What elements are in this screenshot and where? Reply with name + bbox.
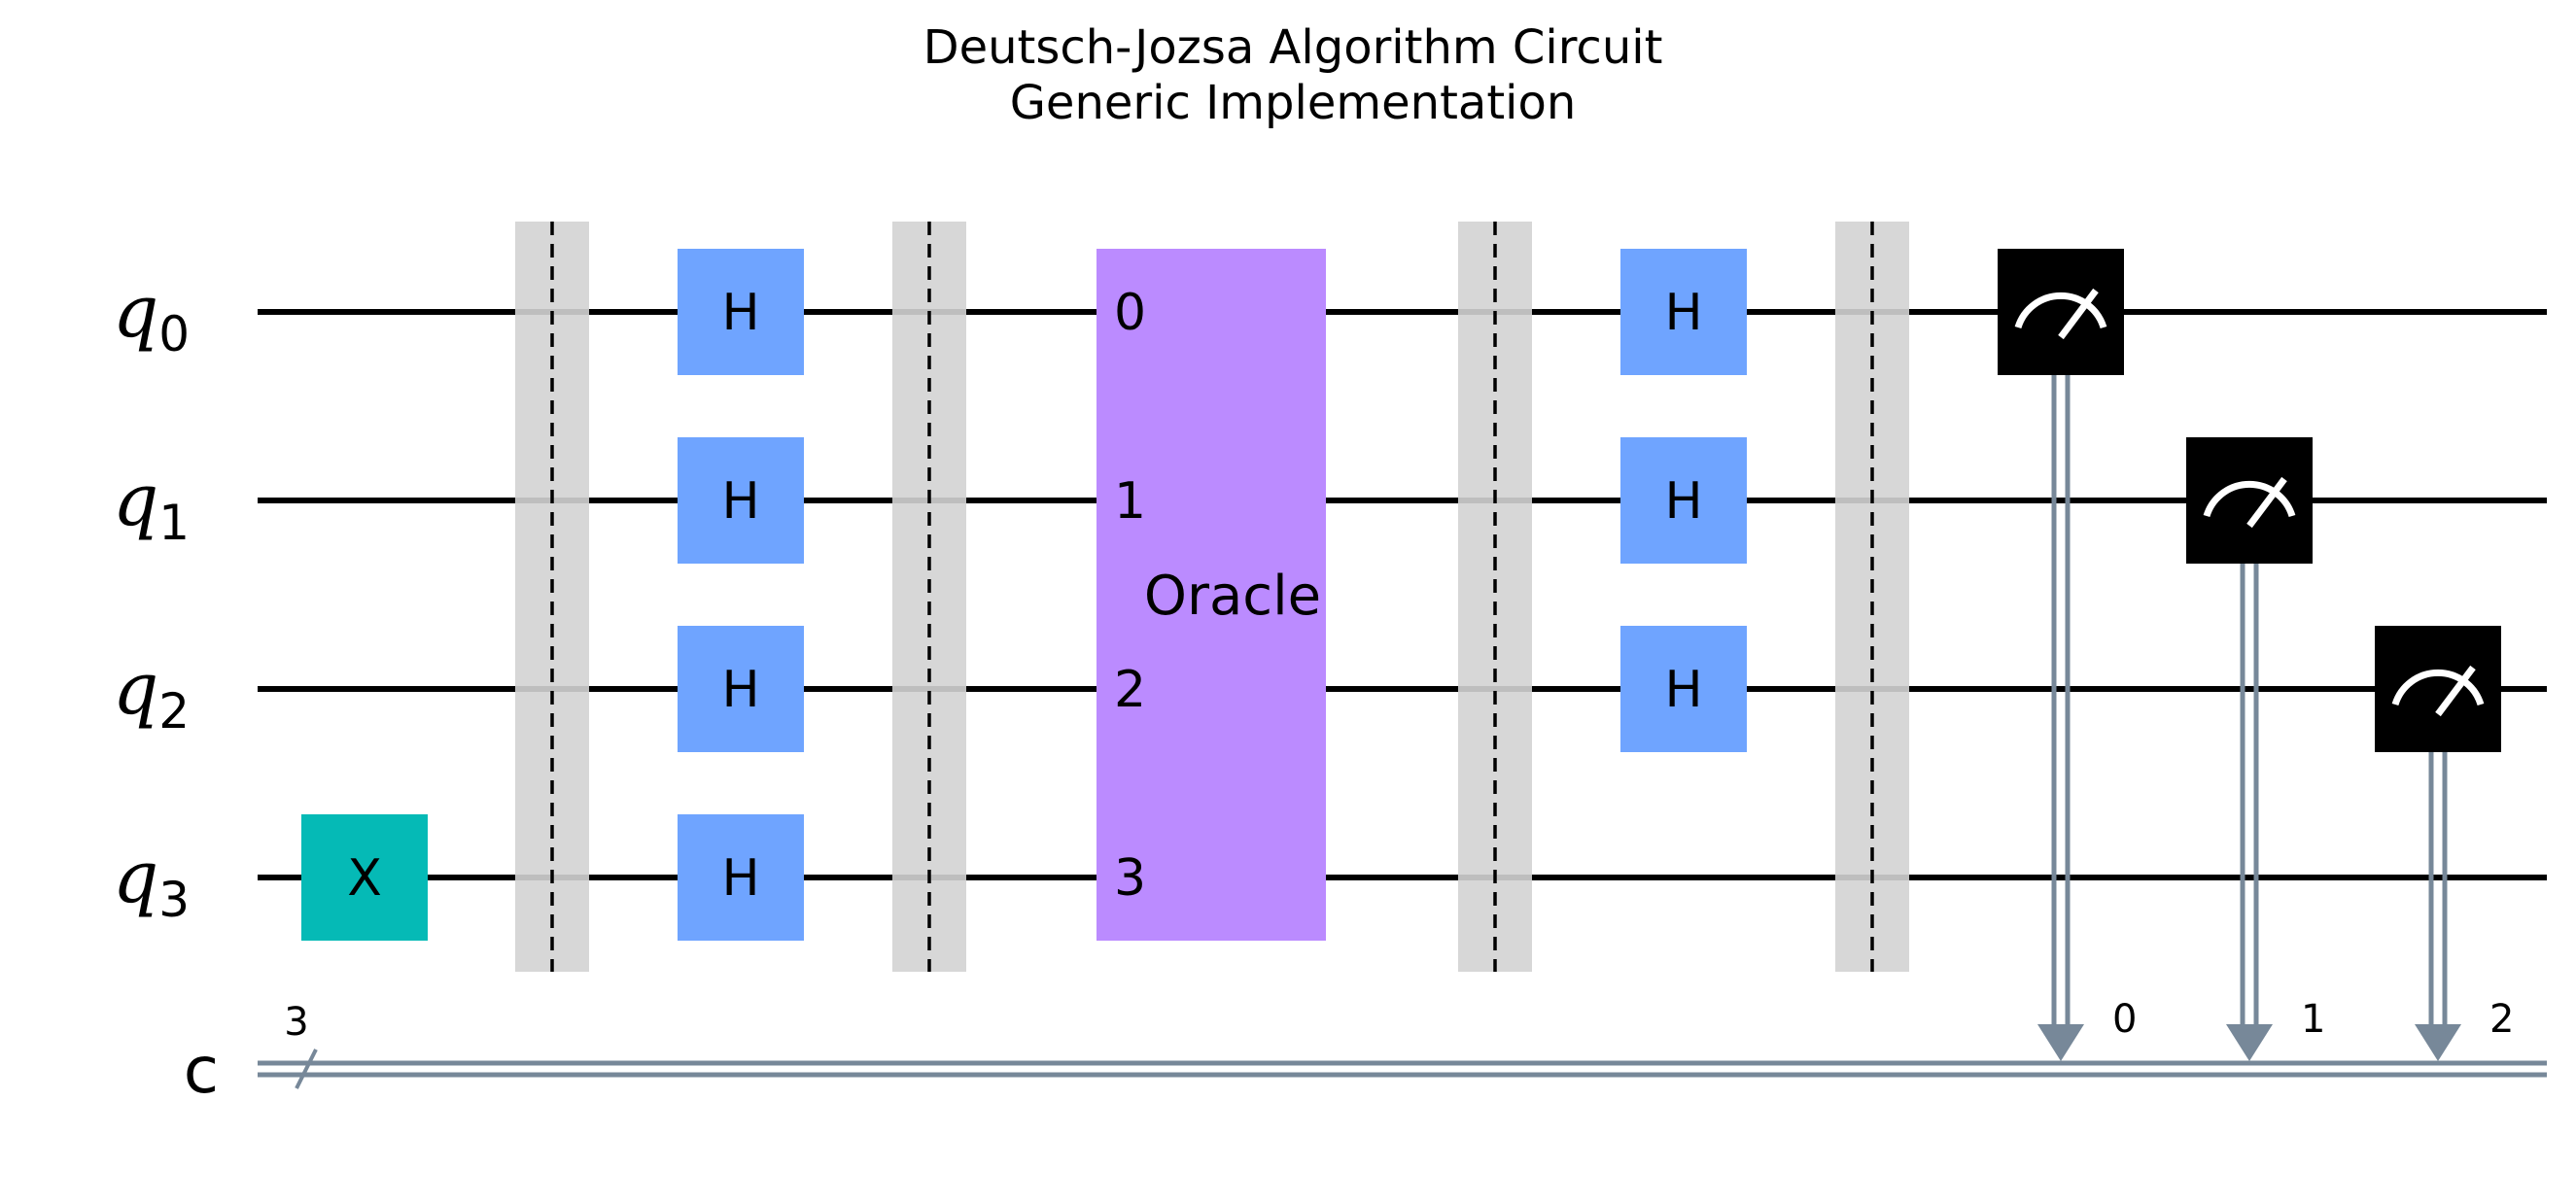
qubit-label: q2 <box>113 647 190 740</box>
gate-box <box>678 437 804 564</box>
qubit-label-name: q <box>113 270 158 354</box>
gate-label: H <box>721 849 759 908</box>
qubit-label-name: q <box>113 647 158 731</box>
classical-register-label: c <box>184 1033 219 1108</box>
measure-arrow <box>2226 1024 2273 1061</box>
meter-icon <box>2391 670 2485 706</box>
register-size-slash <box>295 1049 318 1089</box>
gate-box <box>678 626 804 752</box>
qubit-label-index: 1 <box>158 495 190 551</box>
barrier <box>892 222 966 972</box>
measure-box <box>2375 626 2501 752</box>
gate-box <box>1620 626 1747 752</box>
measure-arrow <box>2415 1024 2461 1061</box>
qubit-label: q1 <box>113 459 190 551</box>
qubit-label-name: q <box>113 459 158 542</box>
barrier <box>515 222 589 972</box>
barrier <box>1458 222 1532 972</box>
measure-clbit-label: 2 <box>2489 997 2514 1042</box>
measure-clbit-label: 1 <box>2301 997 2325 1042</box>
hadamard-gate: H <box>1620 626 1747 752</box>
hadamard-gate: H <box>1620 437 1747 564</box>
gate-label: H <box>721 284 759 342</box>
gate-label: H <box>1664 284 1702 342</box>
measure-box <box>1998 249 2124 375</box>
diagram-title: Deutsch-Jozsa Algorithm Circuit <box>923 20 1663 75</box>
meter-icon <box>2014 292 2107 329</box>
qubit-label-index: 3 <box>158 872 190 928</box>
gate-box <box>678 814 804 941</box>
hadamard-gate: H <box>678 626 804 752</box>
operations-layer: X H H H H H H H 0 1 2 3 Oracle 0 1 2 <box>301 222 2514 1061</box>
measure-gate: 2 <box>2375 626 2514 1061</box>
gate-label: H <box>721 472 759 531</box>
gate-box <box>1620 249 1747 375</box>
oracle-label: Oracle <box>1144 565 1321 628</box>
measure-gate: 0 <box>1998 249 2137 1061</box>
oracle-box <box>1097 249 1326 941</box>
barrier <box>1835 222 1909 972</box>
gate-box <box>1620 437 1747 564</box>
qubit-label-index: 0 <box>158 306 190 362</box>
oracle-port-label: 3 <box>1114 849 1146 908</box>
hadamard-gate: H <box>678 437 804 564</box>
hadamard-gate: H <box>678 814 804 941</box>
gate-label: H <box>721 661 759 719</box>
oracle-port-label: 2 <box>1114 661 1146 719</box>
gate-label: X <box>347 849 382 908</box>
gate-box <box>678 249 804 375</box>
wires-layer <box>258 309 2547 1078</box>
oracle-gate: 0 1 2 3 Oracle <box>1097 249 1326 941</box>
meter-needle-icon <box>2246 476 2287 529</box>
register-size-label: 3 <box>284 1000 308 1045</box>
gate-label: H <box>1664 661 1702 719</box>
x-gate: X <box>301 814 428 941</box>
measure-box <box>2186 437 2313 564</box>
meter-icon <box>2203 481 2296 518</box>
qubit-label-index: 2 <box>158 683 190 740</box>
measure-gate: 1 <box>2186 437 2325 1061</box>
oracle-port-label: 0 <box>1114 284 1146 342</box>
diagram-subtitle: Generic Implementation <box>1010 76 1577 130</box>
hadamard-gate: H <box>678 249 804 375</box>
gate-box <box>301 814 428 941</box>
gate-label: H <box>1664 472 1702 531</box>
qubit-label: q3 <box>113 836 190 928</box>
hadamard-gate: H <box>1620 249 1747 375</box>
qubit-label: q0 <box>113 270 190 362</box>
oracle-port-label: 1 <box>1114 472 1146 531</box>
measure-arrow <box>2037 1024 2084 1061</box>
meter-needle-icon <box>2058 288 2099 340</box>
qubit-label-name: q <box>113 836 158 919</box>
meter-needle-icon <box>2435 665 2476 717</box>
measure-clbit-label: 0 <box>2112 997 2137 1042</box>
